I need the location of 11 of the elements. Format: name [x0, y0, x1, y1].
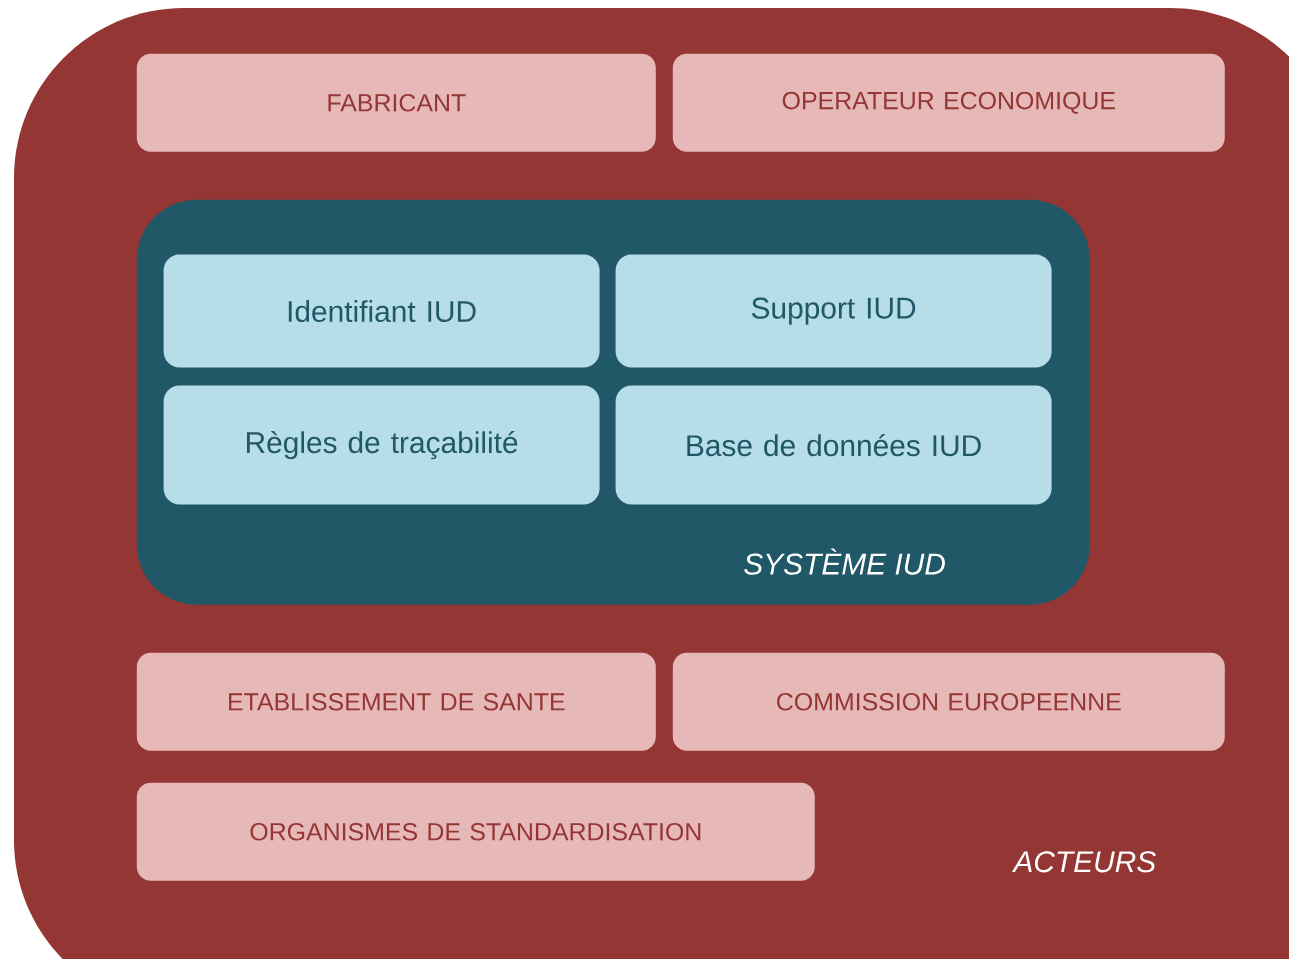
panel-title: ACTEURS — [1011, 851, 1156, 873]
label-box: ETABLISSEMENT DE SANTE — [136, 652, 656, 751]
label-box: Support IUD — [615, 254, 1052, 368]
label-box: Base de données IUD — [615, 385, 1052, 505]
label-box: FABRICANT — [136, 53, 656, 152]
panel-title: SYSTÈME IUD — [744, 548, 945, 575]
label-box: Règles de traçabilité — [163, 385, 600, 505]
label-box: ORGANISMES DE STANDARDISATION — [136, 782, 815, 881]
label-box: Identifiant IUD — [163, 254, 600, 368]
label-box: OPERATEUR ECONOMIQUE — [672, 53, 1225, 152]
label-box: COMMISSION EUROPEENNE — [672, 652, 1225, 751]
